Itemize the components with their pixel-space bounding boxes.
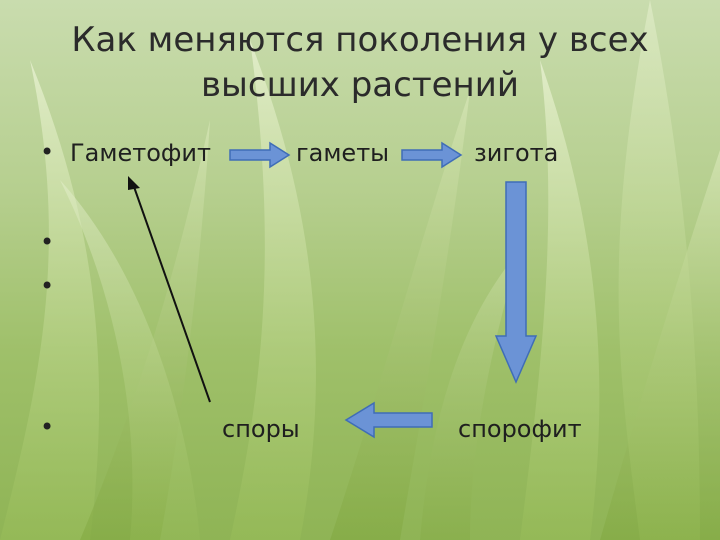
- arrow-down-icon: [494, 181, 538, 384]
- bullet-marker: •: [40, 228, 55, 256]
- arrow-left-icon: [344, 401, 433, 439]
- bullet-marker: •: [40, 272, 55, 300]
- bullet-marker: •: [40, 413, 55, 441]
- node-zygote: зигота: [474, 139, 559, 167]
- node-sporophyte: спорофит: [458, 415, 582, 443]
- node-gametes: гаметы: [296, 139, 390, 167]
- title-line-2: высших растений: [201, 65, 519, 105]
- node-spores: споры: [222, 415, 300, 443]
- arrow-right-icon: [229, 141, 291, 169]
- bullet-marker: •: [40, 138, 55, 166]
- title-line-1: Как меняются поколения у всех: [71, 20, 649, 60]
- line-arrow-up-icon: [128, 176, 211, 403]
- slide-title: Как меняются поколения у всех высших рас…: [0, 18, 720, 108]
- arrow-right-icon: [401, 141, 463, 169]
- node-gametophyte: Гаметофит: [70, 139, 211, 167]
